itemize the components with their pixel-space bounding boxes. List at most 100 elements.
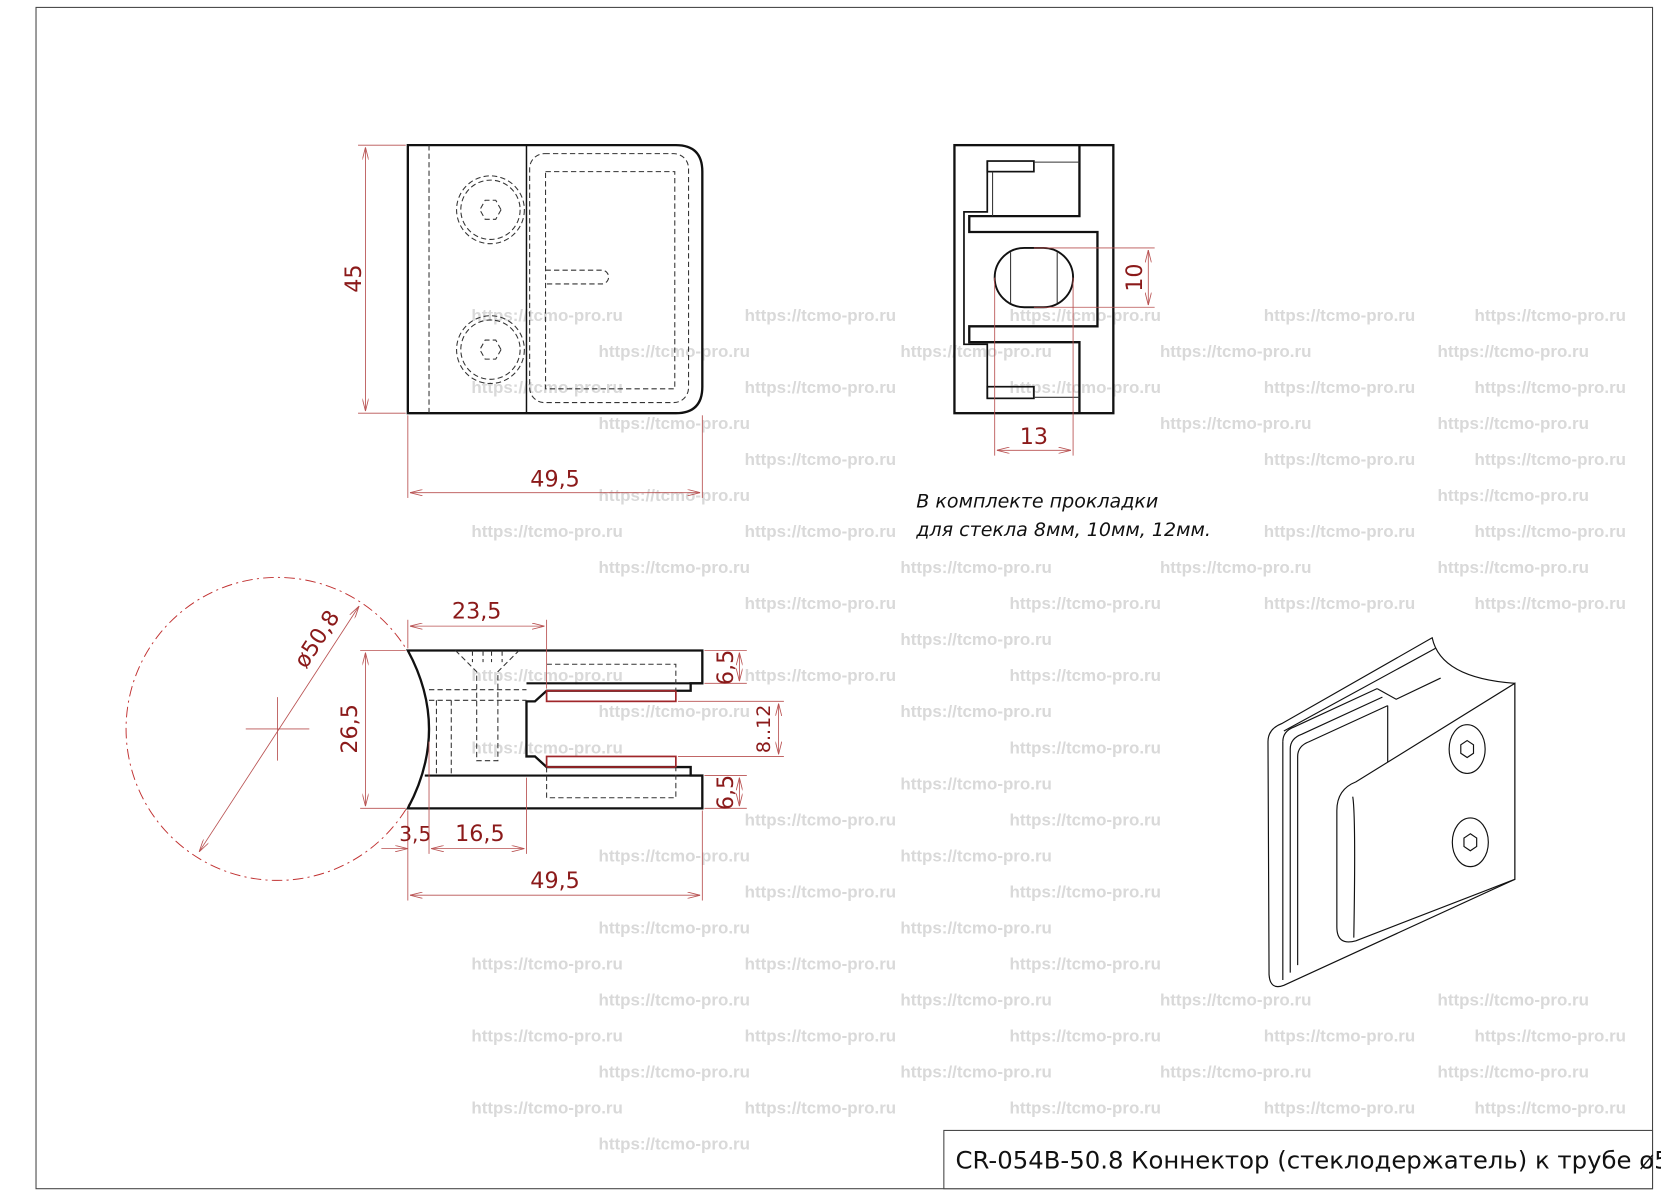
bottom-plate-dimension: 6,5 <box>713 775 739 810</box>
watermark-text: https://tcmo-pro.ru <box>745 1026 896 1045</box>
note-line-2: для стекла 8мм, 10мм, 12мм. <box>915 519 1211 541</box>
watermark-text: https://tcmo-pro.ru <box>1010 882 1161 901</box>
block-dimension: 16,5 <box>455 821 505 847</box>
watermark-text: https://tcmo-pro.ru <box>1475 1026 1626 1045</box>
depth-dimension: 23,5 <box>452 599 502 625</box>
height-dimension: 45 <box>341 264 367 292</box>
watermark-text: https://tcmo-pro.ru <box>471 738 622 757</box>
watermark-text: https://tcmo-pro.ru <box>471 378 622 397</box>
watermark-text: https://tcmo-pro.ru <box>1264 1098 1415 1117</box>
gasket-top <box>545 689 677 703</box>
watermark-text: https://tcmo-pro.ru <box>900 1062 1051 1081</box>
watermark-text: https://tcmo-pro.ru <box>471 666 622 685</box>
watermark-text: https://tcmo-pro.ru <box>1437 558 1588 577</box>
note-line-1: В комплекте прокладки <box>916 490 1158 512</box>
watermark-text: https://tcmo-pro.ru <box>900 918 1051 937</box>
countersunk-screw <box>455 650 520 762</box>
watermark-text: https://tcmo-pro.ru <box>471 306 622 325</box>
bolt-hole-top <box>456 175 525 245</box>
watermark-text: https://tcmo-pro.ru <box>1010 1026 1161 1045</box>
watermark-text: https://tcmo-pro.ru <box>1437 342 1588 361</box>
watermark-text: https://tcmo-pro.ru <box>599 414 750 433</box>
watermark-text: https://tcmo-pro.ru <box>1160 342 1311 361</box>
watermark-text: https://tcmo-pro.ru <box>1264 378 1415 397</box>
slot-height-dimension: 10 <box>1122 263 1148 291</box>
gasket-bottom <box>545 755 677 768</box>
watermark-text: https://tcmo-pro.ru <box>1010 954 1161 973</box>
watermark-text: https://tcmo-pro.ru <box>900 990 1051 1009</box>
watermark-text: https://tcmo-pro.ru <box>745 882 896 901</box>
watermark-text: https://tcmo-pro.ru <box>599 918 750 937</box>
side-view: 10 13 <box>953 143 1155 456</box>
watermark-text: https://tcmo-pro.ru <box>1010 738 1161 757</box>
watermark-text: https://tcmo-pro.ru <box>1010 666 1161 685</box>
offset-dimension: 3,5 <box>399 822 431 846</box>
watermark-text: https://tcmo-pro.ru <box>745 378 896 397</box>
watermark-text: https://tcmo-pro.ru <box>599 990 750 1009</box>
watermark-text: https://tcmo-pro.ru <box>471 522 622 541</box>
width-dimension: 49,5 <box>530 466 580 492</box>
bolt-head-top <box>1448 724 1486 774</box>
watermark-text: https://tcmo-pro.ru <box>1437 1062 1588 1081</box>
bolt-hole-bottom <box>456 315 525 385</box>
watermark-text: https://tcmo-pro.ru <box>1264 594 1415 613</box>
drawing-frame <box>35 6 1654 1190</box>
watermark-text: https://tcmo-pro.ru <box>745 594 896 613</box>
watermark-text: https://tcmo-pro.ru <box>745 1098 896 1117</box>
width-dimension: 49,5 <box>530 868 580 894</box>
watermark-text: https://tcmo-pro.ru <box>745 522 896 541</box>
watermark-text: https://tcmo-pro.ru <box>1475 378 1626 397</box>
watermark-text: https://tcmo-pro.ru <box>1475 1098 1626 1117</box>
top-plate-dimension: 6,5 <box>713 650 739 685</box>
watermark-text: https://tcmo-pro.ru <box>1010 810 1161 829</box>
watermark-text: https://tcmo-pro.ru <box>745 450 896 469</box>
title-block: CR-054B-50.8 Коннектор (стеклодержатель)… <box>943 1129 1661 1190</box>
glass-gap-dimension: 8..12 <box>753 705 775 753</box>
watermark-text: https://tcmo-pro.ru <box>599 1135 750 1154</box>
watermark-text: https://tcmo-pro.ru <box>1010 378 1161 397</box>
watermark-text: https://tcmo-pro.ru <box>1475 450 1626 469</box>
watermark-text: https://tcmo-pro.ru <box>745 666 896 685</box>
watermark-text: https://tcmo-pro.ru <box>1160 990 1311 1009</box>
slot-width-dimension: 13 <box>1020 424 1048 450</box>
watermark-text: https://tcmo-pro.ru <box>1437 990 1588 1009</box>
watermark-text: https://tcmo-pro.ru <box>599 1062 750 1081</box>
watermark-text: https://tcmo-pro.ru <box>745 306 896 325</box>
watermark-text: https://tcmo-pro.ru <box>471 1098 622 1117</box>
watermark-text: https://tcmo-pro.ru <box>900 558 1051 577</box>
watermark-text: https://tcmo-pro.ru <box>1437 486 1588 505</box>
watermark-text: https://tcmo-pro.ru <box>1264 522 1415 541</box>
front-view: 45 49,5 <box>341 143 704 498</box>
drawing-title: CR-054B-50.8 Коннектор (стеклодержатель)… <box>955 1146 1661 1175</box>
watermark-text: https://tcmo-pro.ru <box>1264 306 1415 325</box>
watermark-text: https://tcmo-pro.ru <box>599 486 750 505</box>
watermark-text: https://tcmo-pro.ru <box>471 954 622 973</box>
watermark-text: https://tcmo-pro.ru <box>900 342 1051 361</box>
watermark-text: https://tcmo-pro.ru <box>1437 414 1588 433</box>
slot-oval <box>993 246 1075 309</box>
watermark-text: https://tcmo-pro.ru <box>1475 594 1626 613</box>
watermark-text: https://tcmo-pro.ru <box>1160 414 1311 433</box>
watermark-text: https://tcmo-pro.ru <box>900 774 1051 793</box>
isometric-view <box>1267 636 1516 988</box>
watermark-text: https://tcmo-pro.ru <box>1160 1062 1311 1081</box>
watermark-text: https://tcmo-pro.ru <box>1160 558 1311 577</box>
watermark-text: https://tcmo-pro.ru <box>599 702 750 721</box>
height-dimension: 26,5 <box>337 704 363 754</box>
watermark-text: https://tcmo-pro.ru <box>599 342 750 361</box>
watermark-text: https://tcmo-pro.ru <box>1475 522 1626 541</box>
watermark-text: https://tcmo-pro.ru <box>1010 594 1161 613</box>
watermark-text: https://tcmo-pro.ru <box>900 846 1051 865</box>
watermark-text: https://tcmo-pro.ru <box>1264 1026 1415 1045</box>
watermark-text: https://tcmo-pro.ru <box>599 846 750 865</box>
watermark-text: https://tcmo-pro.ru <box>745 954 896 973</box>
watermark-text: https://tcmo-pro.ru <box>900 702 1051 721</box>
watermark-text: https://tcmo-pro.ru <box>1010 306 1161 325</box>
watermark-text: https://tcmo-pro.ru <box>745 810 896 829</box>
bolt-head-bottom <box>1451 817 1489 868</box>
pipe-diameter-dimension: ø50,8 <box>289 606 345 673</box>
watermark-text: https://tcmo-pro.ru <box>1010 1098 1161 1117</box>
watermark-text: https://tcmo-pro.ru <box>900 630 1051 649</box>
